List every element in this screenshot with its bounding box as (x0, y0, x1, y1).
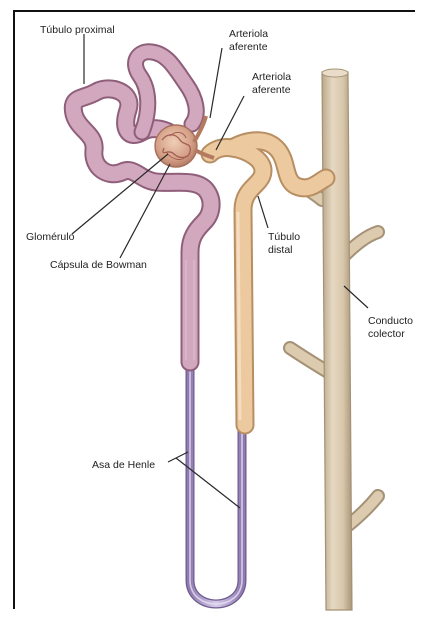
label-collecting-duct-1: Conducto (368, 315, 413, 327)
collecting-duct (290, 69, 378, 610)
label-bowman-capsule: Cápsula de Bowman (50, 259, 147, 271)
label-collecting-duct-2: colector (368, 328, 405, 340)
label-glomerulus: Glomérulo (26, 231, 75, 243)
label-proximal-tubule: Túbulo proximal (40, 24, 115, 36)
loop-of-henle (190, 360, 242, 604)
label-afferent-arteriole-2: aferente (229, 41, 268, 53)
label-loop-of-henle: Asa de Henle (92, 459, 155, 471)
label-distal-tubule-1: Túbulo (268, 231, 300, 243)
label-distal-tubule-2: distal (268, 244, 293, 256)
proximal-tubule (73, 52, 211, 362)
distal-tubule (210, 141, 326, 425)
label-efferent-arteriole-1: Arteriola (252, 71, 291, 83)
label-efferent-arteriole-2: aferente (252, 84, 291, 96)
label-afferent-arteriole-1: Arteriola (229, 28, 268, 40)
